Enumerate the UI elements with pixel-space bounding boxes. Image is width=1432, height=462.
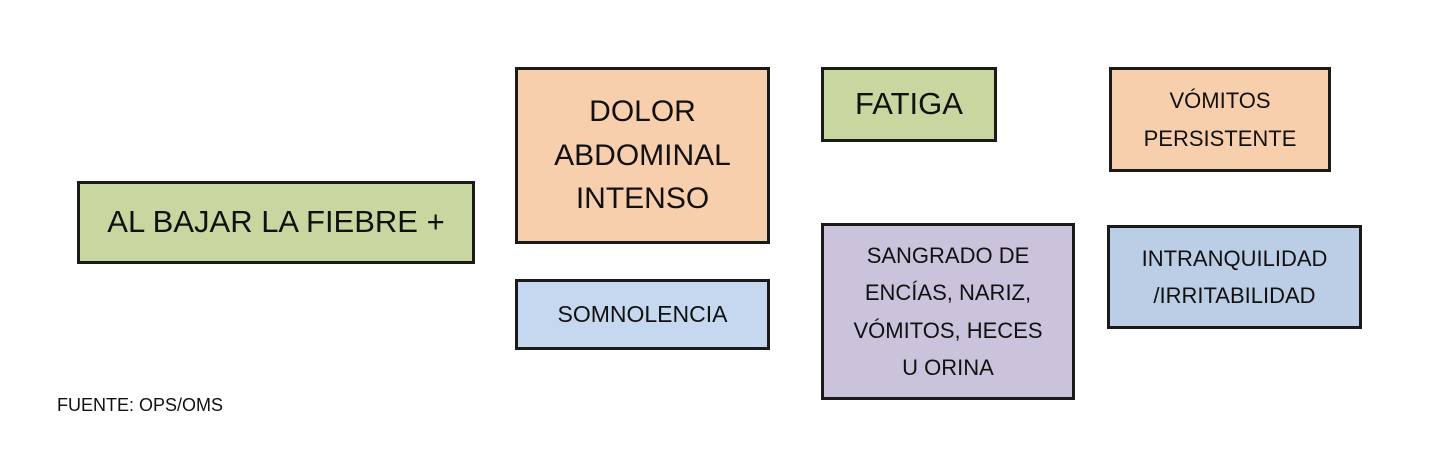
- sign-box-sangrado: SANGRADO DE ENCÍAS, NARIZ, VÓMITOS, HECE…: [821, 223, 1075, 400]
- sign-box-fatiga: FATIGA: [821, 67, 997, 142]
- sign-line: PERSISTENTE: [1143, 125, 1297, 151]
- sign-line: ABDOMINAL: [554, 138, 731, 172]
- sign-line: SANGRADO DE: [866, 242, 1030, 268]
- trigger-box: AL BAJAR LA FIEBRE +: [77, 181, 475, 264]
- sign-box-vomitos-persistente: VÓMITOS PERSISTENTE: [1109, 67, 1331, 172]
- sign-line: SOMNOLENCIA: [557, 300, 728, 327]
- sign-line: FATIGA: [855, 86, 963, 122]
- sign-line: ENCÍAS, NARIZ,: [864, 280, 1032, 306]
- sign-box-somnolencia: SOMNOLENCIA: [515, 279, 770, 350]
- sign-line: DOLOR: [589, 95, 696, 129]
- sign-box-intranquilidad: INTRANQUILIDAD /IRRITABILIDAD: [1107, 225, 1362, 329]
- sign-box-dolor-abdominal: DOLOR ABDOMINAL INTENSO: [515, 67, 770, 244]
- trigger-label: AL BAJAR LA FIEBRE +: [107, 204, 445, 240]
- sign-line: INTRANQUILIDAD: [1141, 245, 1328, 271]
- sign-line: VÓMITOS, HECES: [853, 317, 1043, 343]
- sign-line: VÓMITOS: [1169, 88, 1271, 114]
- sign-line: /IRRITABILIDAD: [1153, 283, 1316, 308]
- sign-line: U ORINA: [902, 354, 994, 380]
- sign-line: INTENSO: [575, 182, 710, 216]
- source-note: FUENTE: OPS/OMS: [57, 395, 224, 415]
